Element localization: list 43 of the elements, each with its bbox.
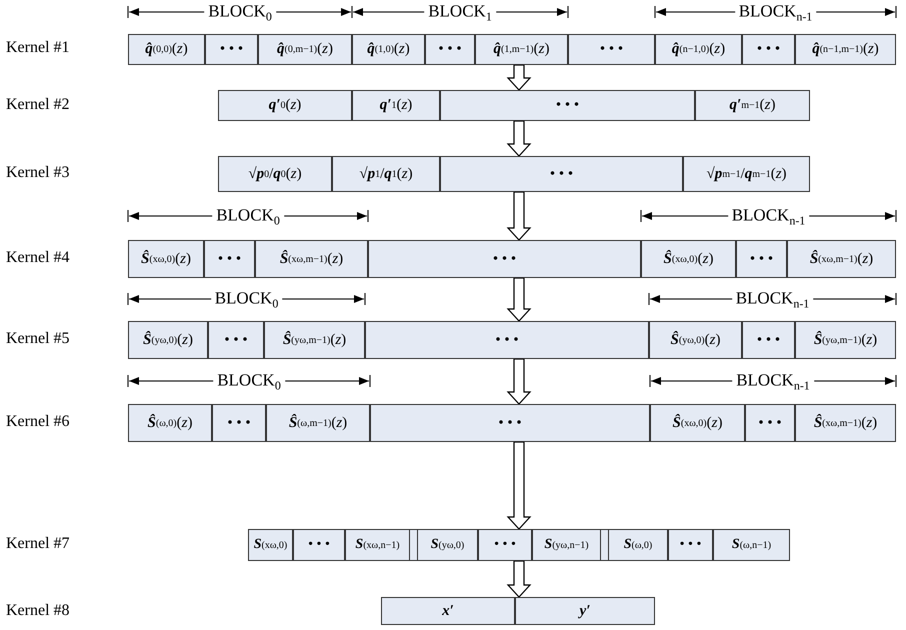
- kernel-label: Kernel #4: [6, 249, 70, 267]
- kernel-label: Kernel #5: [6, 330, 70, 348]
- array-element: • • •: [736, 241, 787, 277]
- memory-bar: [218, 90, 810, 121]
- memory-bar: [381, 597, 655, 625]
- array-element: • • •: [208, 322, 264, 358]
- hollow-arrow: [506, 358, 532, 405]
- hollow-arrow: [506, 560, 532, 598]
- hollow-arrow: [506, 64, 532, 91]
- hollow-arrow: [506, 191, 532, 241]
- array-element: y′: [515, 598, 655, 624]
- array-element: • • •: [478, 530, 532, 560]
- memory-bar: [248, 529, 790, 561]
- hollow-arrow: [506, 277, 532, 322]
- array-element: • • •: [204, 241, 255, 277]
- array-element: • • •: [370, 405, 650, 441]
- array-element: • • •: [745, 405, 795, 441]
- array-element: • • •: [668, 530, 713, 560]
- kernel-label: Kernel #6: [6, 413, 70, 431]
- array-element: • • •: [425, 35, 475, 64]
- array-element: • • •: [365, 322, 649, 358]
- memory-bar: [128, 240, 896, 278]
- array-element: • • •: [440, 91, 695, 120]
- hollow-arrow: [506, 120, 532, 157]
- kernel-label: Kernel #2: [6, 96, 70, 114]
- hollow-arrow: [506, 441, 532, 530]
- array-element: • • •: [368, 241, 641, 277]
- array-element: • • •: [742, 322, 795, 358]
- array-element: • • •: [212, 405, 266, 441]
- array-element: x′: [381, 598, 515, 624]
- memory-bar: [128, 404, 896, 442]
- array-element: • • •: [293, 530, 345, 560]
- array-element: • • •: [568, 35, 655, 64]
- array-element: • • •: [440, 157, 683, 191]
- kernel-label: Kernel #8: [6, 602, 70, 620]
- kernel-label: Kernel #7: [6, 535, 70, 553]
- memory-bar: [218, 156, 810, 192]
- array-element: • • •: [205, 35, 258, 64]
- memory-bar: [128, 34, 896, 65]
- memory-bar: [128, 321, 896, 359]
- array-element: • • •: [742, 35, 795, 64]
- kernel-label: Kernel #3: [6, 164, 70, 182]
- kernel-label: Kernel #1: [6, 39, 70, 57]
